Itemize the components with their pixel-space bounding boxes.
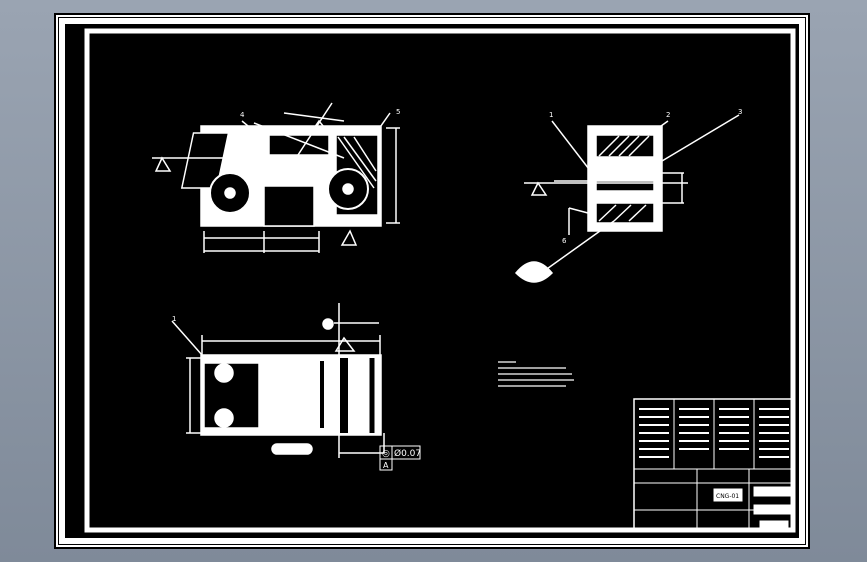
callout-4: 4 (240, 111, 245, 119)
front-view-callouts: 4 5 (240, 108, 400, 119)
drawing-number: CNG-01 (716, 493, 739, 500)
title-block (633, 398, 793, 530)
tolerance-frame: ◎ Ø0.07 A (379, 445, 421, 471)
side-view-callouts: 1 2 3 6 (549, 108, 742, 245)
side-view (514, 114, 740, 283)
position-symbol: ◎ (382, 449, 390, 459)
callout-3: 3 (738, 108, 742, 116)
front-view (152, 102, 400, 253)
callout-1-top: 1 (172, 315, 176, 323)
callout-5: 5 (396, 108, 400, 116)
callout-2: 2 (666, 111, 670, 119)
top-view (171, 303, 385, 458)
tolerance-value: Ø0.07 (394, 448, 421, 459)
technical-notes (498, 361, 574, 387)
outer-frame (56, 15, 808, 547)
callout-1: 1 (549, 111, 553, 119)
datum-label: A (383, 461, 389, 470)
drawing-sheet: 4 5 1 2 3 6 (54, 13, 810, 549)
drawing-border (84, 28, 796, 533)
callout-6: 6 (562, 237, 567, 245)
inner-frame (59, 18, 805, 544)
